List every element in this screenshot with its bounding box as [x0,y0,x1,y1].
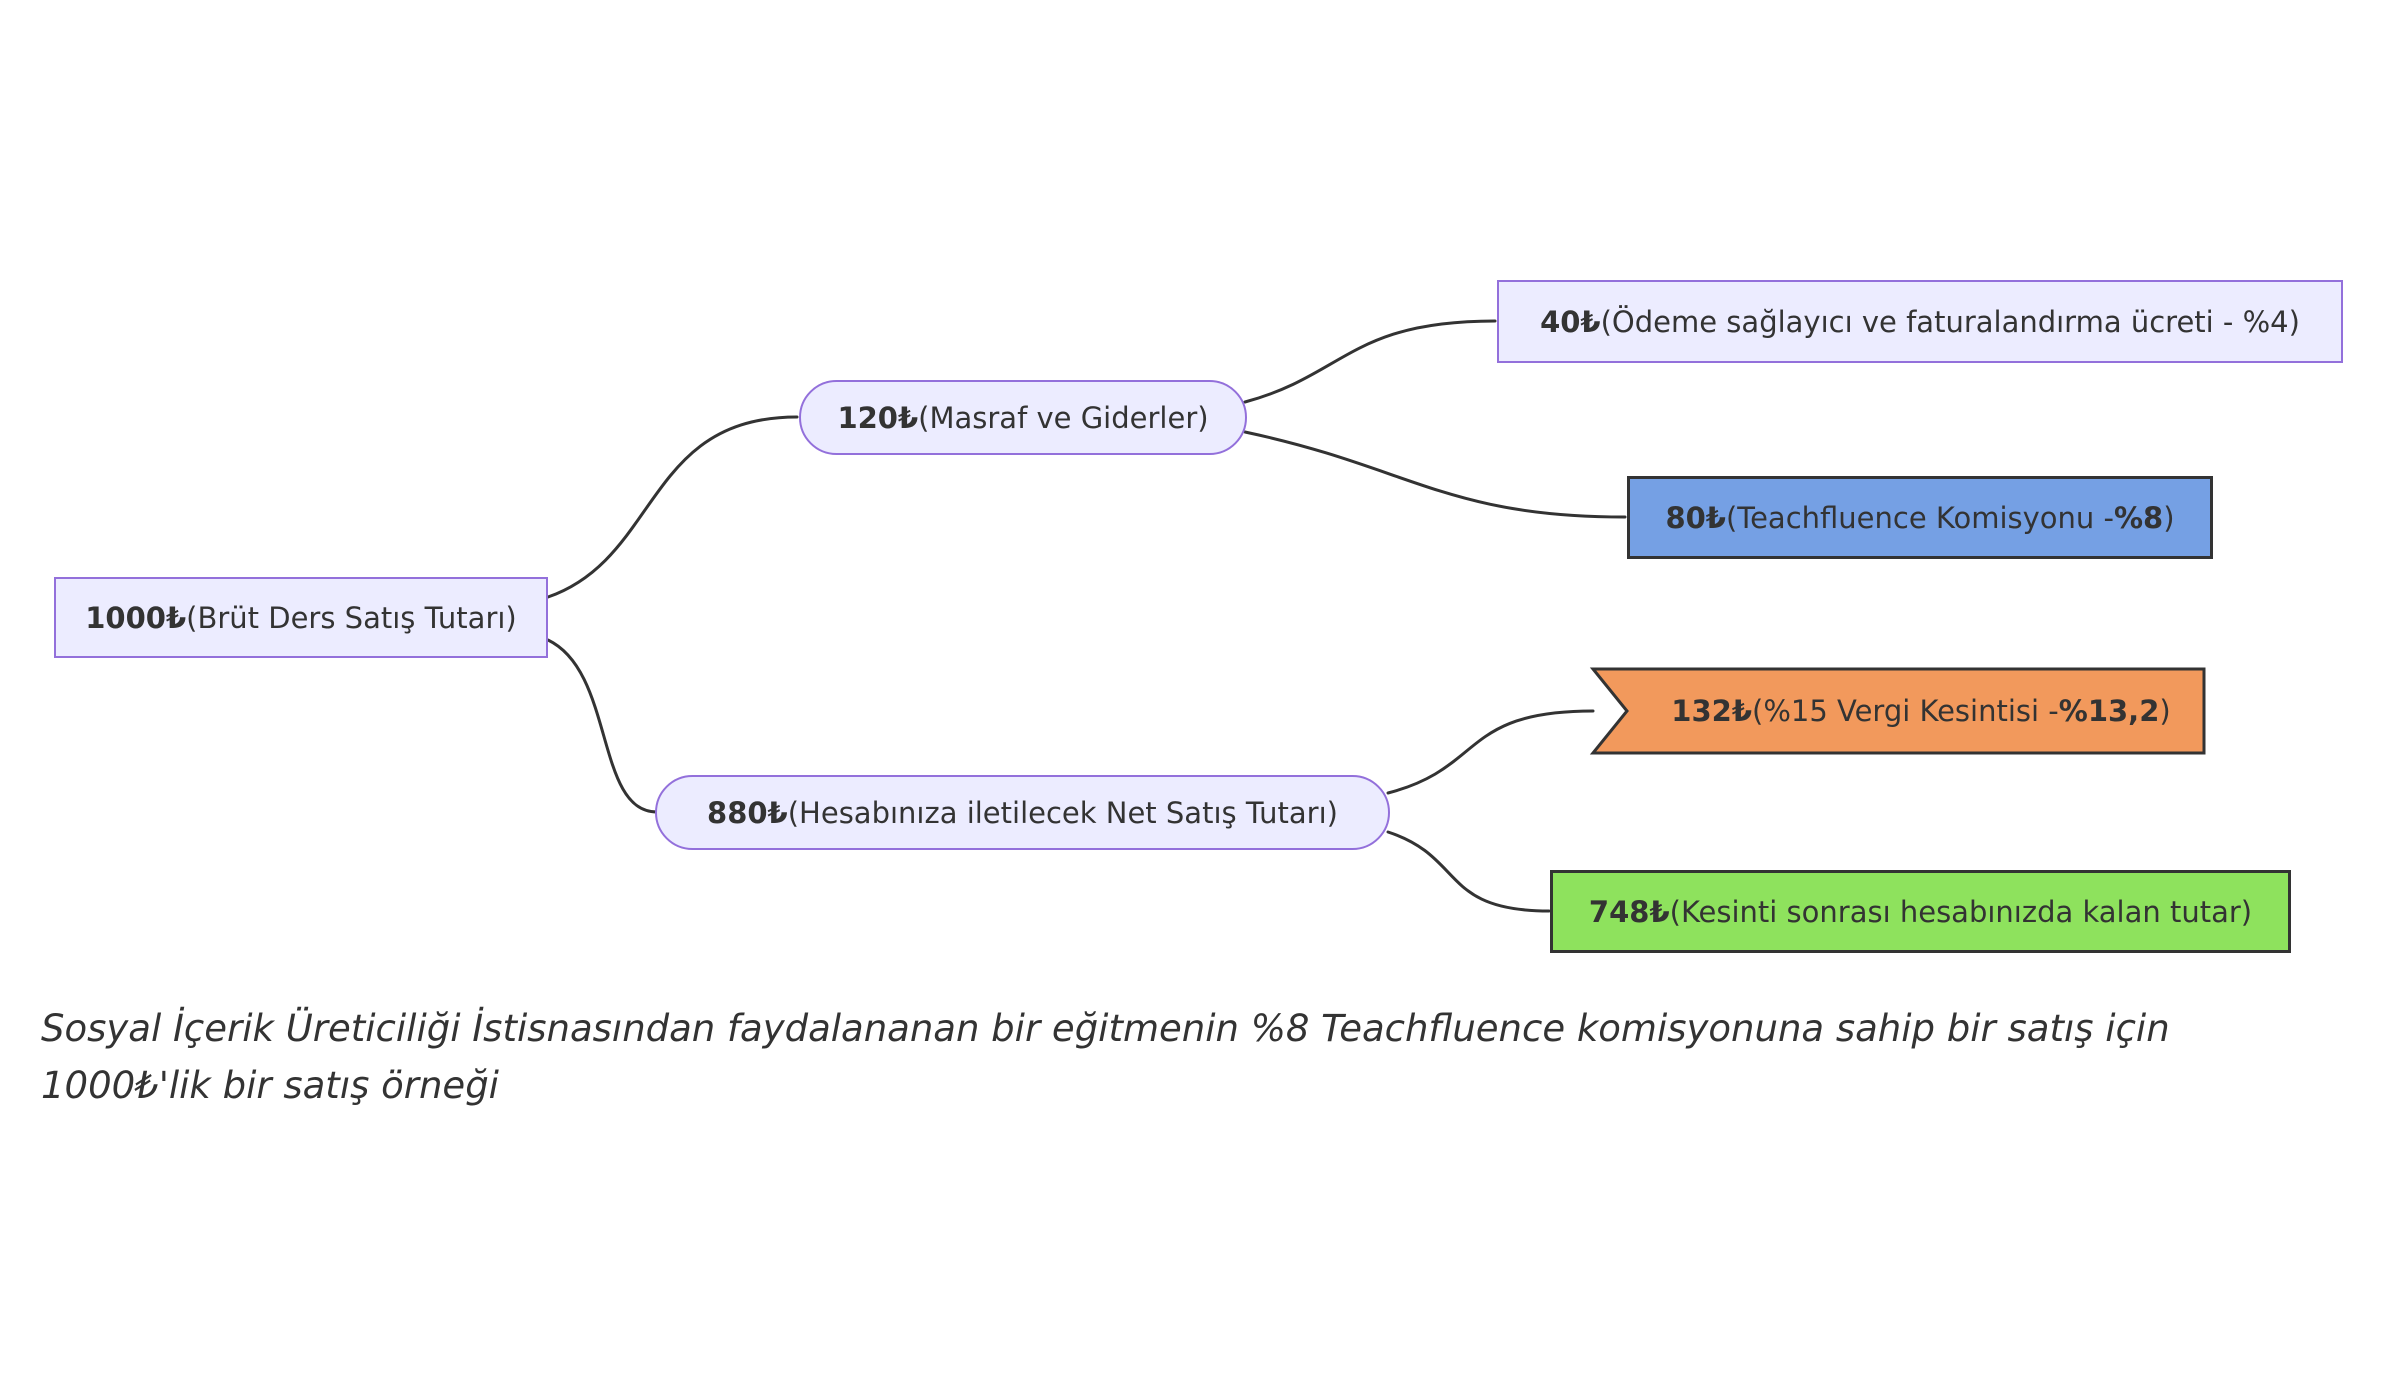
node-commission-amount: 80₺ [1665,500,1726,535]
edge-expenses-payment [1243,319,1497,404]
node-expenses: 120₺ (Masraf ve Giderler) [799,380,1247,455]
node-tax-amount: 132₺ [1671,694,1752,728]
edge-root-net [546,638,659,814]
edge-net-remaining [1386,830,1551,913]
node-payment-fee: 40₺ (Ödeme sağlayıcı ve faturalandırma ü… [1497,280,2343,363]
edge-root-expenses [546,415,799,599]
node-commission-rate: %8 [2113,500,2164,535]
node-net-desc: (Hesabınıza iletilecek Net Satış Tutarı) [787,795,1338,830]
tax-node-shape [1589,667,2206,755]
node-remaining-amount: 748₺ [1588,894,1670,929]
node-remaining-desc: (Kesinti sonrası hesabınızda kalan tutar… [1669,894,2253,929]
node-tax-rate: %13,2 [2058,694,2160,728]
node-expenses-amount: 120₺ [837,400,919,435]
node-tax-desc: (%15 Vergi Kesintisi - [1752,694,2059,728]
node-expenses-desc: (Masraf ve Giderler) [918,400,1209,435]
node-payment-amount: 40₺ [1540,304,1601,339]
node-remaining: 748₺ (Kesinti sonrası hesabınızda kalan … [1550,870,2291,953]
edge-expenses-commission [1243,430,1627,519]
node-commission: 80₺ (Teachfluence Komisyonu - %8) [1627,476,2213,559]
node-net-amount: 880₺ [707,795,788,830]
node-commission-desc: (Teachfluence Komisyonu - [1725,500,2114,535]
node-net-sale: 880₺ (Hesabınıza iletilecek Net Satış Tu… [655,775,1390,850]
node-gross-amount: 1000₺ [85,600,187,635]
node-payment-desc: (Ödeme sağlayıcı ve faturalandırma ücret… [1600,304,2300,339]
node-tax: 132₺ (%15 Vergi Kesintisi - %13,2) [1671,694,2171,728]
edge-net-tax [1386,709,1595,795]
node-gross-desc: (Brüt Ders Satış Tutarı) [186,600,517,635]
diagram-caption: Sosyal İçerik Üreticiliği İstisnasından … [41,1007,2170,1108]
node-gross-sale: 1000₺ (Brüt Ders Satış Tutarı) [54,577,548,658]
